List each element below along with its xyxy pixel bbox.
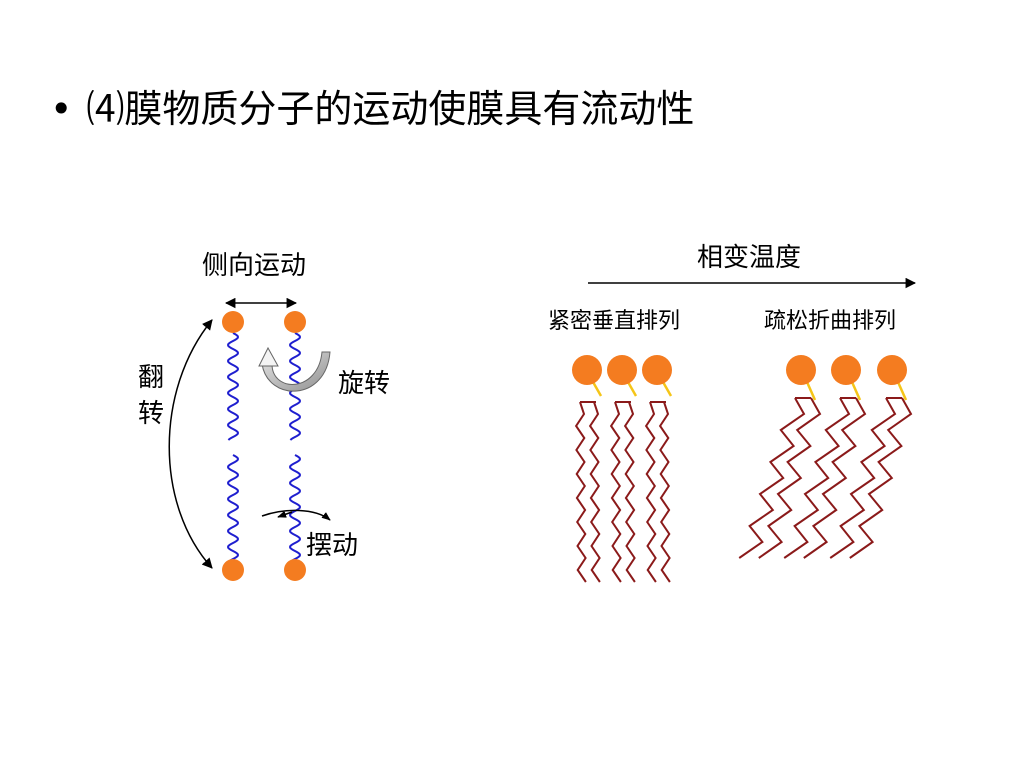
disordered-arrangement-label: 疏松折曲排列 [764,309,897,334]
lipid-head [786,355,816,385]
lipid-chain [609,401,622,583]
lipid-head [607,355,637,385]
lipid-chain [849,397,913,559]
lateral-movement-label: 侧向运动 [202,251,307,281]
lipid-chain [644,401,657,583]
bullet-icon: • [50,87,73,131]
lipid-chain [658,401,671,583]
lipid-head [284,311,306,333]
linker [591,381,603,397]
lipid-head [222,559,244,581]
ordered-lipid-group [572,355,673,583]
flip-flop-label: 翻 转 [136,360,166,432]
slide-title-text: ⑷膜物质分子的运动使膜具有流动性 [86,87,695,131]
left-chain-bottom-1 [226,454,240,563]
flip-label-char-2: 转 [137,399,164,429]
swing-arrow [261,509,331,521]
left-chain-bottom-2 [288,454,302,563]
lipid-head [284,559,306,581]
lipid-head [877,355,907,385]
lipid-chain [588,401,601,583]
lipid-chain [574,401,587,583]
phase-transition-label: 相变温度 [697,243,802,273]
lipid-chain [829,397,897,559]
lipid-head [642,355,672,385]
linker [805,381,817,401]
lipid-head [572,355,602,385]
linker [626,381,638,397]
disordered-lipid-group [738,355,913,559]
swing-label: 摆动 [306,531,359,561]
rotation-arrow-icon [258,346,331,392]
linker [661,381,673,397]
rotation-label: 旋转 [338,369,391,399]
lipid-head [831,355,861,385]
lipid-chain [738,397,806,559]
lipid-chain [783,397,851,559]
linker [896,381,908,401]
lipid-chain [758,397,822,559]
flip-label-char-1: 翻 [137,363,164,393]
slide-title: • ⑷膜物质分子的运动使膜具有流动性 [50,84,694,134]
lipid-chain [803,397,867,559]
linker [850,381,862,401]
lipid-head [222,311,244,333]
left-chain-top-1 [226,332,240,441]
ordered-arrangement-label: 紧密垂直排列 [548,309,681,334]
flip-flop-arrow [168,319,213,569]
lipid-chain [623,401,636,583]
